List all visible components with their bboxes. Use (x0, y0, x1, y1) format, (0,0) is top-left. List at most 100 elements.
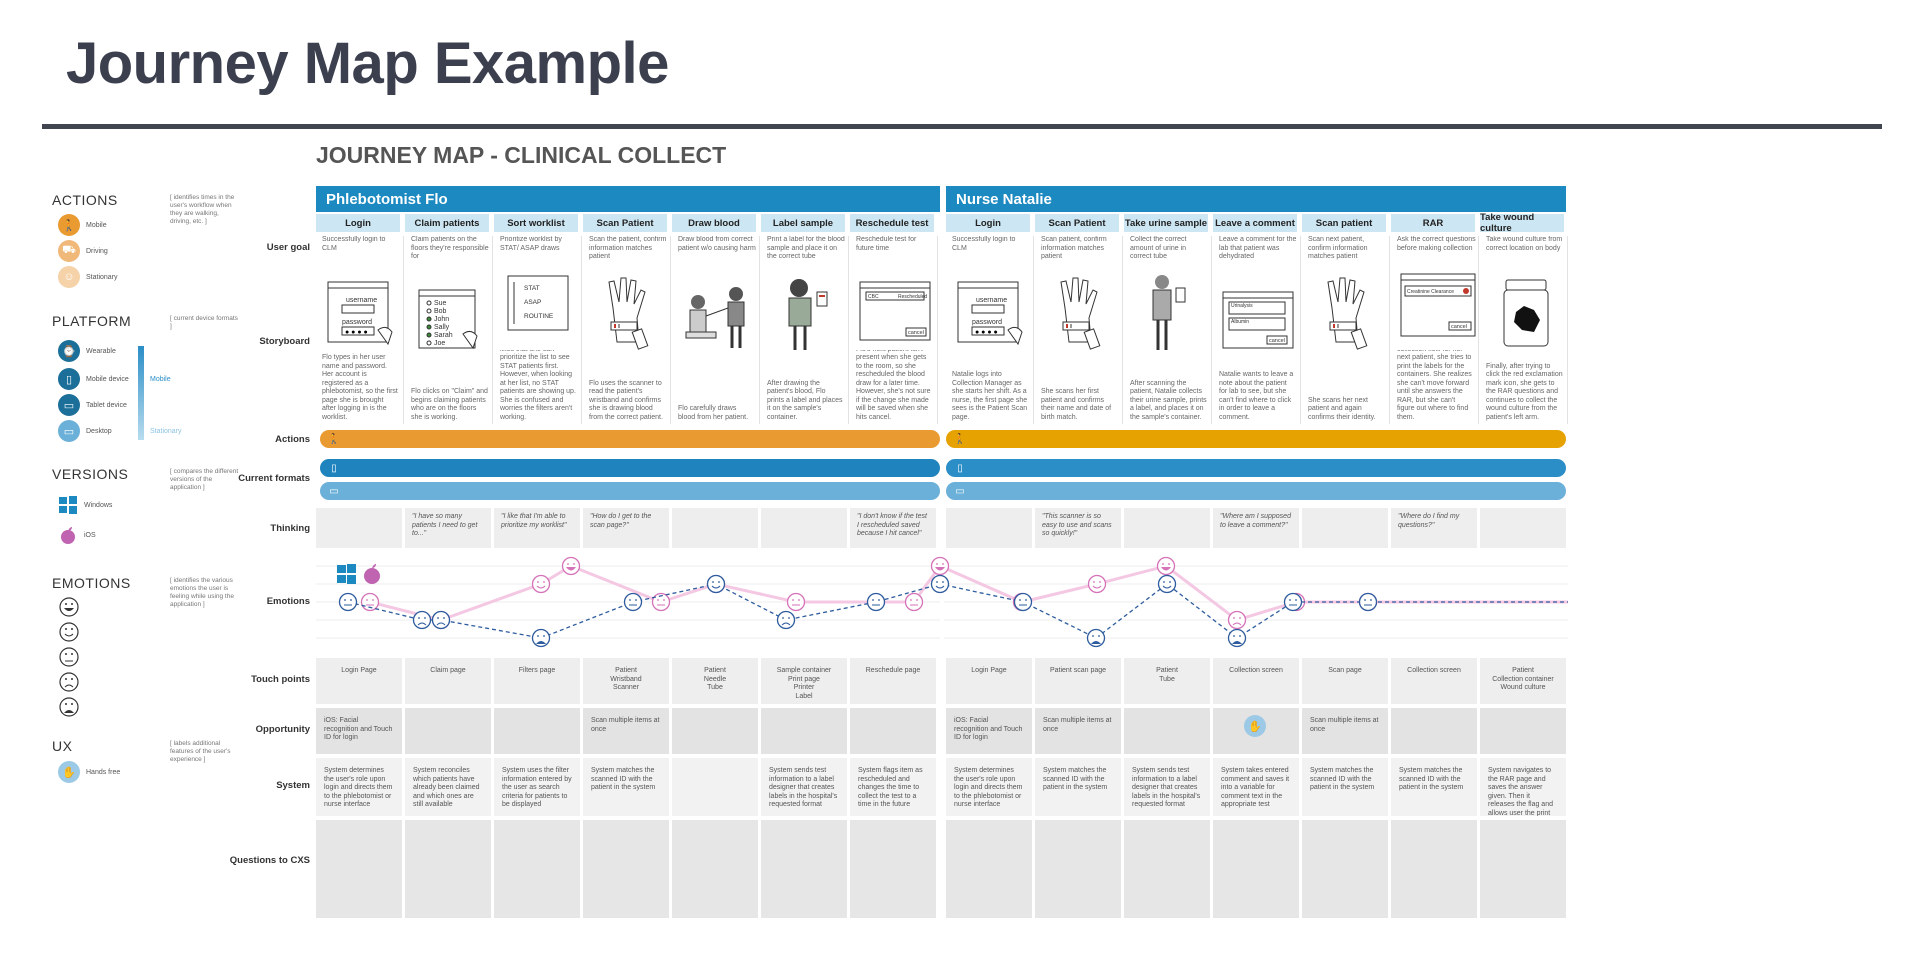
windows-icon (58, 495, 78, 515)
legend-ux-heading: UX (52, 738, 73, 754)
storyboard-patient-name: John (434, 316, 449, 323)
touch-point-cell: Filters page (494, 658, 580, 704)
legend-actions-note: [ identifies times in the user's workflo… (170, 194, 235, 225)
emotion-chart (316, 548, 1568, 658)
question-cell (494, 820, 580, 918)
question-cell (1035, 820, 1121, 918)
system-cell: System matches the scanned ID with the p… (583, 758, 669, 816)
happy-face-icon (59, 622, 79, 642)
stage-header: Scan patient (1302, 214, 1388, 232)
touch-point-cell: Reschedule page (850, 658, 936, 704)
persona-band-natalie: Nurse Natalie (946, 186, 1566, 212)
mobile-format-bar-natalie: ▯ (946, 459, 1566, 477)
user-goal-cell: Claim patients on the floors they're res… (411, 236, 489, 260)
user-goal-cell: Prioritize worklist by STAT/ ASAP draws (500, 236, 562, 252)
legend-label: Wearable (86, 347, 116, 355)
row-label-system: System (276, 780, 310, 791)
touch-point-cell: Patient Needle Tube (672, 658, 758, 704)
storyboard-caption: Flo's next patient isn't present when sh… (856, 350, 933, 422)
opportunity-cell: iOS: Facial recognition and Touch ID for… (316, 708, 402, 754)
neutral-face-icon (59, 647, 79, 667)
question-cell (850, 820, 936, 918)
storyboard-rescheduled: Rescheduled (898, 294, 927, 300)
thinking-cell (1480, 508, 1566, 548)
touch-point-cell: Collection screen (1213, 658, 1299, 704)
storyboard-caption-text: Natalie wants to leave a note about the … (1219, 371, 1294, 421)
windows-emotion-point (1358, 592, 1378, 612)
storyboard-caption-text: Flo carefully draws blood from her patie… (678, 405, 749, 421)
storyboard-password: password (342, 319, 372, 326)
svg-text:● ● ● ●: ● ● ● ● (975, 329, 998, 336)
storyboard-cancel: cancel (908, 330, 924, 336)
thinking-cell: "I don't know if the test I rescheduled … (850, 508, 936, 548)
row-label-actions: Actions (275, 434, 310, 445)
user-goal-cell: Successfully login to CLM (322, 236, 386, 252)
storyboard-cancel: cancel (1269, 338, 1285, 344)
very-happy-face-icon (59, 597, 79, 617)
column-divider (759, 236, 760, 424)
storyboard-caption: Flo clicks on "Claim" and begins claimin… (411, 350, 488, 422)
very-sad-face-icon (59, 697, 79, 717)
legend-label: Mobile device (86, 375, 129, 383)
storyboard-sketch-hand (1060, 277, 1101, 350)
storyboard-caption-text: She scans her next patient and again con… (1308, 396, 1376, 421)
column-divider (670, 236, 671, 424)
storyboard-caption-text: Flo uses the scanner to read the patient… (589, 379, 663, 421)
storyboard-creatinine: Creatinine Clearance (1407, 289, 1454, 295)
stage-header: Login (946, 214, 1032, 232)
row-label-storyboard: Storyboard (259, 336, 310, 347)
thinking-cell (672, 508, 758, 548)
walking-icon: 🚶 (58, 214, 80, 236)
legend-label: Driving (86, 247, 108, 255)
legend-label: Tablet device (86, 401, 127, 409)
stage-header: Scan Patient (1035, 214, 1121, 232)
user-goal-cell: Reschedule test for future time (856, 236, 917, 252)
user-goal-cell: Scan next patient, confirm information m… (1308, 236, 1368, 260)
phone-icon: ▯ (957, 462, 963, 474)
stage-header: Sort worklist (494, 214, 580, 232)
storyboard-sketch-label (788, 279, 828, 350)
opportunity-cell (1391, 708, 1477, 754)
stage-header: Claim patients (405, 214, 491, 232)
storyboard-caption-text: Finally, after trying to click the red e… (1486, 362, 1563, 421)
opportunity-cell: iOS: Facial recognition and Touch ID for… (946, 708, 1032, 754)
row-label-opportunity: Opportunity (255, 724, 310, 735)
storyboard-patient-name: Sue (434, 300, 447, 307)
windows-emotion-point (930, 574, 950, 594)
storyboard-username: username (976, 297, 1007, 304)
touch-point-cell: Sample container Print page Printer Labe… (761, 658, 847, 704)
storyboard-priority: ROUTINE (524, 313, 554, 320)
storyboard-cbc: CBC (868, 294, 879, 300)
row-label-questions: Questions to CXS (229, 855, 310, 866)
person-icon: ☺ (58, 266, 80, 288)
storyboard-sketch-nurse (1152, 275, 1186, 350)
opportunity-cell: Scan multiple items at once (583, 708, 669, 754)
storyboard-caption: Finally, after trying to click the red e… (1486, 350, 1563, 422)
legend-actions-heading: ACTIONS (52, 192, 118, 208)
desktop-format-bar-flo: ▭ (320, 482, 940, 500)
ios-emotion-point (1227, 610, 1247, 630)
legend-label: Stationary (86, 273, 118, 281)
phone-icon: ▯ (331, 462, 337, 474)
storyboard-password: password (972, 319, 1002, 326)
opportunity-cell (672, 708, 758, 754)
slide-title: Journey Map Example (66, 31, 669, 96)
stage-header: Label sample (761, 214, 847, 232)
phone-icon: ▯ (58, 368, 80, 390)
touch-point-cell: Patient Wristband Scanner (583, 658, 669, 704)
opportunity-cell (1124, 708, 1210, 754)
sad-face-icon (59, 672, 79, 692)
windows-emotion-point (531, 628, 551, 648)
ios-emotion-point (786, 592, 806, 612)
storyboard-caption-text: She scans her first patient and confirms… (1041, 388, 1112, 421)
thinking-cell (761, 508, 847, 548)
thinking-cell (1124, 508, 1210, 548)
windows-emotion-point (776, 610, 796, 630)
ios-emotion-line (369, 564, 1568, 622)
windows-emotion-point (1013, 592, 1033, 612)
storyboard-caption-text: To prioritize her list, Flo selects "Fil… (500, 350, 576, 421)
opportunity-cell: Scan multiple items at once (1302, 708, 1388, 754)
legend-label: Mobile (86, 221, 107, 229)
